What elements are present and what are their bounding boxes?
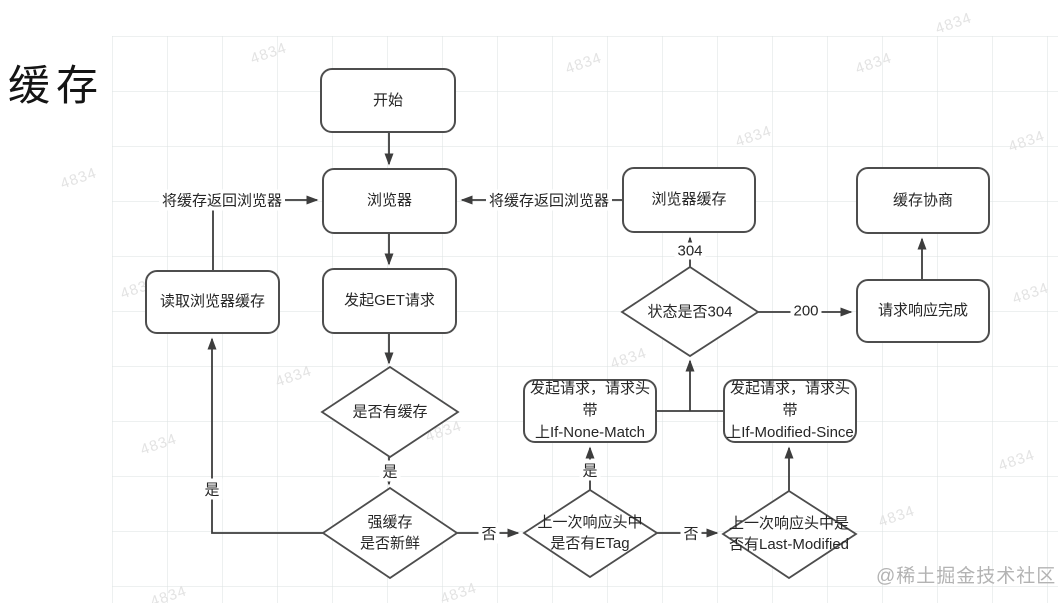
has-cache-diamond-label: 是否有缓存 <box>352 403 428 421</box>
node-cache-negotiation-label: 缓存协商 <box>892 191 953 209</box>
status-is-304-diamond-label: 状态是否304 <box>647 303 733 321</box>
strong-cache-fresh-line2: 是否新鲜 <box>359 535 421 552</box>
node-get-request: 发起GET请求 <box>322 268 457 334</box>
node-read-browser-cache: 读取浏览器缓存 <box>145 270 280 334</box>
edge-label-yes-has-cache: 是 <box>379 460 401 482</box>
strong-cache-fresh-line1: 强缓存 <box>367 514 413 531</box>
edge-read-cache-to-browser <box>212 195 319 270</box>
page-title: 缓存 <box>8 62 105 109</box>
node-browser: 浏览器 <box>322 168 457 234</box>
etag-check-line1: 上一次响应头中 <box>537 514 643 531</box>
etag-check-diamond <box>522 488 659 579</box>
node-start-label: 开始 <box>372 91 403 109</box>
edge-strong-cache-yes-to-read-cache <box>207 337 323 534</box>
node-browser-label: 浏览器 <box>366 192 412 210</box>
node-start: 开始 <box>320 68 456 133</box>
status-is-304-diamond <box>620 265 760 358</box>
edge-label-304: 304 <box>674 242 706 260</box>
last-modified-check-line2: 否有Last-Modified <box>728 536 850 553</box>
node-request-if-modified-since-line1: 发起请求，请求头带 <box>729 380 850 420</box>
edge-label-no-etag: 否 <box>680 522 702 544</box>
node-get-request-label: 发起GET请求 <box>344 292 435 310</box>
node-request-if-modified-since: 发起请求，请求头带 上If-Modified-Since <box>723 379 857 443</box>
community-credit: @稀土掘金技术社区 <box>876 566 1057 587</box>
node-cache-negotiation: 缓存协商 <box>856 167 990 234</box>
node-browser-cache-label: 浏览器缓存 <box>651 191 727 209</box>
strong-cache-fresh-diamond-label: 强缓存 是否新鲜 <box>360 512 420 554</box>
node-read-browser-cache-label: 读取浏览器缓存 <box>159 293 265 311</box>
node-request-if-none-match-line2: 上If-None-Match <box>534 423 646 441</box>
node-request-if-none-match-line1: 发起请求，请求头带 <box>529 380 650 420</box>
last-modified-check-diamond <box>721 489 858 580</box>
etag-check-diamond-label: 上一次响应头中 是否有ETag <box>537 512 642 554</box>
last-modified-check-line1: 上一次响应头中是 <box>728 515 850 532</box>
node-response-complete-label: 请求响应完成 <box>877 302 968 320</box>
node-request-if-modified-since-line2: 上If-Modified-Since <box>726 423 854 441</box>
node-request-if-none-match: 发起请求，请求头带 上If-None-Match <box>523 379 657 443</box>
edge-label-return-cache-left: 将缓存返回浏览器 <box>158 189 286 211</box>
edge-label-yes-strong-cache: 是 <box>201 478 223 500</box>
node-browser-cache: 浏览器缓存 <box>622 167 756 233</box>
edge-label-no-strong-cache: 否 <box>478 522 500 544</box>
edge-label-return-cache-right: 将缓存返回浏览器 <box>485 189 613 211</box>
etag-check-line2: 是否有ETag <box>550 535 630 552</box>
edge-label-yes-etag: 是 <box>579 459 601 481</box>
last-modified-check-diamond-label: 上一次响应头中是 否有Last-Modified <box>729 513 849 555</box>
node-response-complete: 请求响应完成 <box>856 279 990 343</box>
has-cache-diamond <box>320 365 460 459</box>
strong-cache-fresh-diamond <box>321 486 459 580</box>
edge-label-200: 200 <box>790 302 822 320</box>
